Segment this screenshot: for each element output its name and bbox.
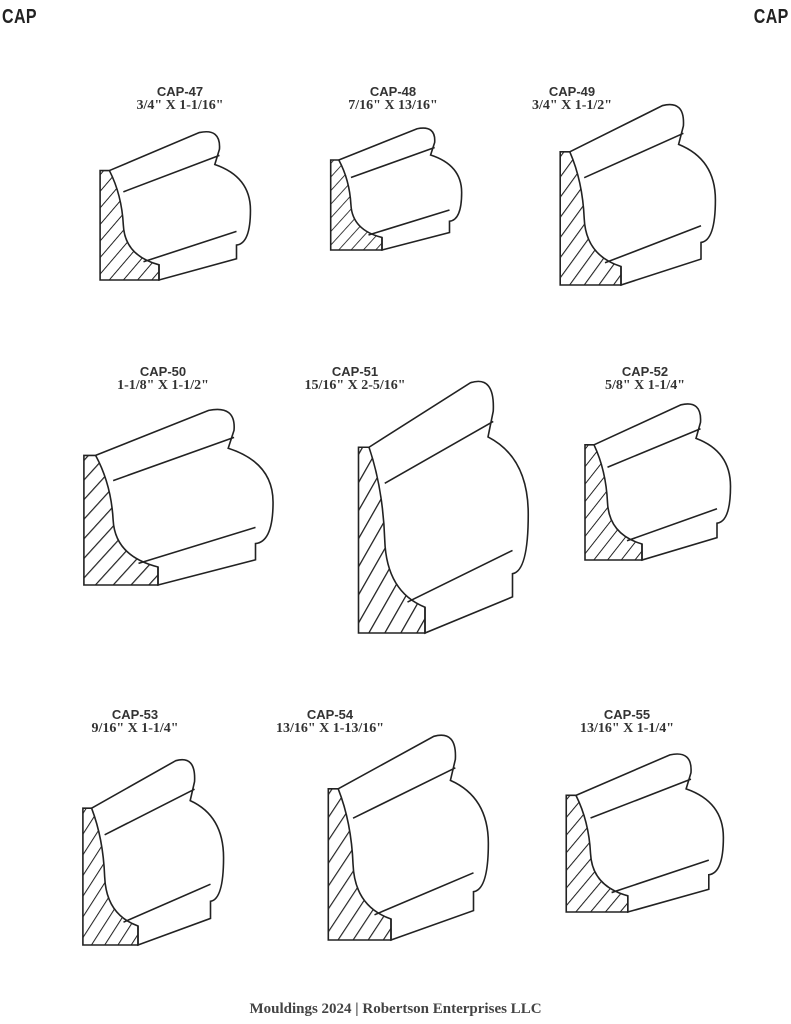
hatched-end-face [585, 445, 642, 560]
moulding-dimensions: 9/16" X 1-1/4" [91, 721, 179, 736]
moulding-dimensions: 13/16" X 1-1/4" [579, 721, 675, 736]
moulding-dimensions: 1-1/8" X 1-1/2" [117, 378, 209, 393]
moulding-code: CAP-48 [369, 84, 417, 99]
moulding-profile-drawing [80, 755, 225, 945]
moulding-outline [570, 105, 716, 285]
moulding-code: CAP-55 [603, 707, 651, 722]
moulding-outline [92, 760, 224, 945]
moulding-dimensions: 3/4" X 1-1/2" [531, 98, 613, 113]
moulding-code: CAP-47 [156, 84, 204, 99]
moulding-profile-drawing [557, 100, 717, 285]
moulding-code: CAP-50 [139, 364, 187, 379]
moulding-outline [594, 404, 731, 560]
moulding-profile-drawing [325, 730, 490, 940]
hatched-end-face [331, 160, 382, 250]
moulding-dimensions: 5/8" X 1-1/4" [604, 378, 686, 393]
moulding-outline [576, 754, 723, 912]
moulding-profile-drawing [355, 375, 530, 633]
moulding-code: CAP-54 [306, 707, 354, 722]
moulding-profile-drawing [582, 400, 732, 560]
moulding-dimensions: 15/16" X 2-5/16" [304, 378, 406, 393]
moulding-code: CAP-53 [111, 707, 159, 722]
section-header-left: CAP [2, 6, 37, 28]
moulding-profile-drawing [97, 128, 252, 280]
moulding-dimensions: 3/4" X 1-1/16" [136, 98, 224, 113]
hatched-end-face [328, 789, 391, 940]
moulding-code: CAP-51 [331, 364, 379, 379]
hatched-end-face [84, 455, 158, 585]
moulding-profile-drawing [328, 125, 463, 250]
hatched-end-face [560, 152, 621, 285]
hatched-end-face [83, 808, 138, 945]
moulding-profile-drawing [563, 750, 725, 912]
hatched-end-face [359, 447, 426, 633]
moulding-dimensions: 7/16" X 13/16" [348, 98, 438, 113]
moulding-outline [109, 132, 250, 280]
hatched-end-face [566, 795, 628, 912]
hatched-end-face [100, 171, 159, 280]
moulding-code: CAP-49 [548, 84, 596, 99]
moulding-outline [339, 128, 462, 250]
section-header-right: CAP [754, 6, 789, 28]
moulding-profile-drawing [80, 405, 275, 585]
moulding-dimensions: 13/16" X 1-13/16" [275, 721, 385, 736]
moulding-outline [369, 381, 528, 633]
moulding-code: CAP-52 [621, 364, 669, 379]
page-footer: Mouldings 2024 | Robertson Enterprises L… [249, 1001, 542, 1017]
moulding-outline [96, 409, 273, 585]
moulding-outline [338, 735, 488, 940]
